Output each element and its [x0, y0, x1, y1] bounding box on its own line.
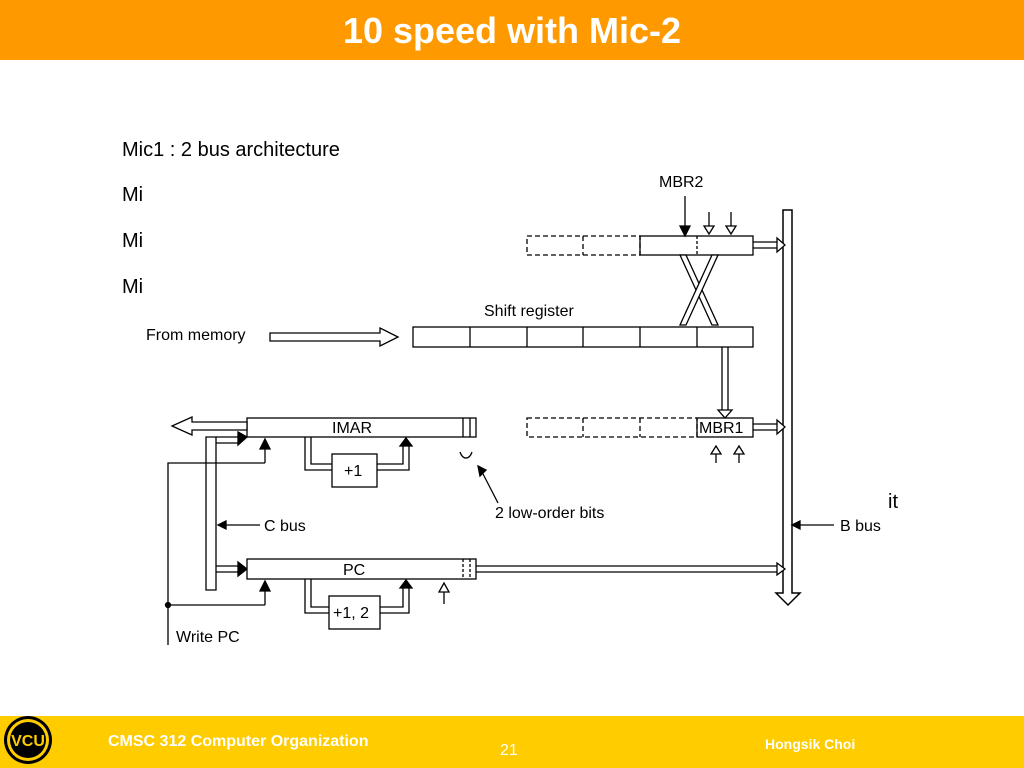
low-order-bits-label: 2 low-order bits [495, 505, 604, 522]
low-order-brace [459, 451, 473, 459]
pc-increment-box [328, 595, 381, 630]
plus-one-label: +1 [344, 463, 362, 480]
imar-label: IMAR [332, 420, 372, 437]
bullet-3: Mi [122, 230, 144, 252]
mbr2-label: MBR2 [659, 174, 704, 191]
slide-title: 10 speed with Mic-2 [342, 10, 682, 51]
pc-label: PC [343, 562, 365, 579]
c-bus [205, 436, 217, 591]
shift-register-label: Shift register [484, 303, 574, 320]
bullet-1: Mic1 : 2 bus architecture [122, 139, 340, 161]
bullet-4: Mi [122, 276, 144, 298]
footer-course: CMSC 312 Computer Organization [108, 733, 369, 750]
footer-author: Hongsik Choi [765, 736, 856, 752]
stray-text: it [888, 491, 898, 513]
footer-page-number: 21 [500, 742, 518, 759]
c-bus-label: C bus [264, 518, 306, 535]
cross-path-2 [678, 254, 720, 326]
b-bus [774, 209, 802, 607]
from-memory-arrow [269, 326, 400, 348]
mic2-fetch-unit-diagram: MBR2 Shift register From memory IMAR MBR… [146, 174, 881, 646]
pc-register [246, 558, 477, 580]
bullet-2: Mi [122, 184, 144, 206]
mbr1-label: MBR1 [699, 420, 744, 437]
mbr1-dashed-extension [526, 417, 698, 438]
imar-output-arrow [170, 415, 248, 437]
write-pc-wire [167, 462, 265, 645]
from-memory-label: From memory [146, 327, 246, 344]
vcu-logo: VCU [4, 716, 52, 764]
footer-bar [54, 716, 1024, 768]
plus-one-two-label: +1, 2 [333, 605, 369, 622]
b-bus-label: B bus [840, 518, 881, 535]
title-bar [0, 0, 1024, 60]
write-pc-label: Write PC [176, 629, 240, 646]
imar-increment-box [331, 453, 378, 488]
svg-text:VCU: VCU [11, 733, 45, 750]
